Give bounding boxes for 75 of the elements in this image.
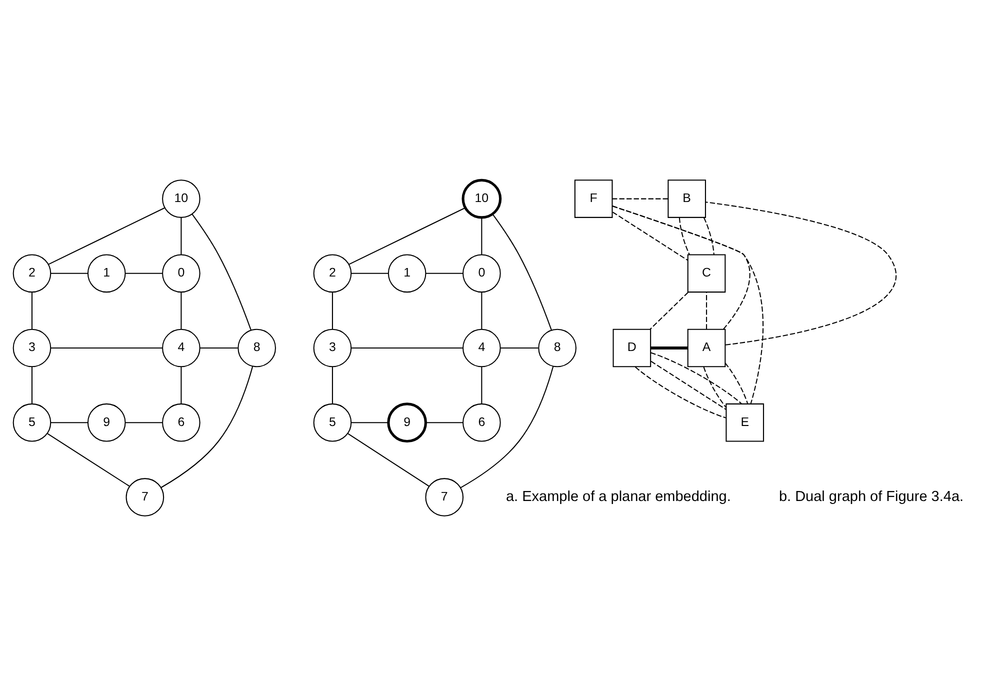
connector — [351, 272, 388, 274]
node-box: C — [687, 254, 726, 293]
node-box: D — [612, 328, 652, 368]
node-box: A — [687, 328, 726, 368]
connector — [481, 366, 482, 404]
node-circle: 4 — [162, 328, 200, 368]
connector — [703, 366, 726, 408]
node-circle: 6 — [462, 403, 501, 442]
node-circle: 10 — [162, 180, 200, 218]
node-circle: 4 — [462, 328, 501, 368]
node-circle: 10 — [462, 178, 502, 219]
connector — [650, 346, 688, 350]
node-circle: 2 — [313, 254, 352, 293]
connector — [481, 218, 482, 255]
connector — [348, 433, 430, 487]
connector — [612, 206, 750, 330]
node-circle: 3 — [12, 328, 52, 368]
connector — [612, 206, 764, 404]
connector — [481, 292, 482, 330]
connector — [351, 422, 388, 424]
connector — [192, 214, 252, 330]
connector — [180, 366, 182, 404]
node-circle: 3 — [313, 328, 352, 368]
node-circle: 0 — [462, 254, 501, 293]
label: a. Example of a planar embedding. — [506, 489, 731, 506]
connector — [31, 366, 32, 404]
connector — [492, 214, 552, 330]
connector — [46, 432, 130, 487]
connector — [426, 422, 463, 424]
node-box: F — [574, 180, 613, 218]
connector — [200, 347, 238, 349]
node-circle: 1 — [87, 254, 126, 293]
connector — [348, 207, 466, 265]
node-circle: 6 — [162, 403, 200, 442]
connector — [634, 366, 726, 418]
node-circle: 1 — [388, 254, 426, 293]
connector — [500, 347, 538, 349]
node-circle: 0 — [162, 254, 200, 293]
connector — [332, 292, 333, 330]
connector — [50, 347, 162, 349]
node-box: E — [726, 403, 764, 442]
connector — [706, 292, 708, 330]
connector — [332, 366, 333, 404]
connector — [351, 347, 463, 349]
node-circle: 9 — [87, 403, 126, 442]
connector — [612, 212, 688, 261]
connector — [160, 366, 254, 488]
node-circle: 7 — [425, 478, 464, 516]
node-circle: 2 — [12, 254, 52, 293]
node-circle: 5 — [12, 403, 52, 442]
connector — [48, 207, 165, 265]
connector — [125, 272, 162, 274]
connector — [650, 292, 688, 330]
node-circle: 8 — [238, 328, 276, 368]
connector — [31, 292, 32, 330]
connector — [180, 292, 182, 330]
node-circle: 7 — [126, 478, 164, 516]
connector — [703, 218, 714, 255]
connector — [650, 360, 726, 410]
node-circle: 8 — [538, 328, 576, 368]
connector — [678, 218, 690, 255]
node-circle: 5 — [313, 403, 352, 442]
connector — [724, 362, 748, 404]
label: b. Dual graph of Figure 3.4a. — [778, 489, 964, 506]
node-box: B — [668, 180, 706, 218]
connector — [180, 218, 182, 255]
connector — [125, 422, 162, 424]
connector — [50, 422, 88, 424]
connector — [612, 198, 668, 200]
connector — [426, 272, 463, 274]
connector — [706, 202, 896, 346]
connector — [460, 366, 554, 488]
node-circle: 9 — [387, 402, 428, 443]
connector — [50, 272, 88, 274]
connector — [650, 352, 742, 404]
